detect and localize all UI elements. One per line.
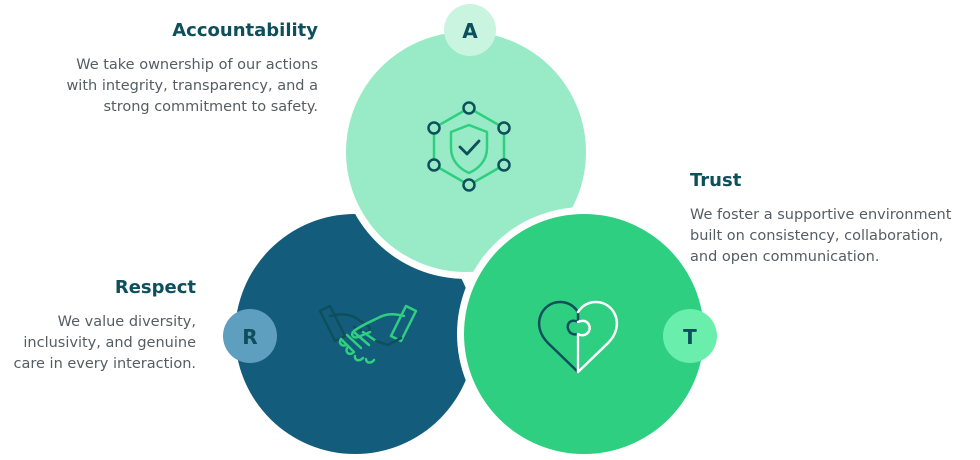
respect-line-1: We value diversity,	[57, 314, 196, 330]
shield-check-network-icon	[427, 101, 511, 192]
heart-puzzle-icon	[537, 300, 619, 374]
trust-text: Trust We foster a supportive environment…	[690, 170, 975, 268]
accountability-letter: A	[462, 19, 478, 43]
trust-description: We foster a supportive environment built…	[690, 205, 975, 268]
trust-letter: T	[683, 325, 697, 349]
accountability-badge: A	[444, 4, 496, 56]
accountability-text: Accountability We take ownership of our …	[30, 20, 318, 118]
accountability-line-3: strong commitment to safety.	[103, 99, 318, 115]
accountability-line-1: We take ownership of our actions	[76, 57, 318, 73]
respect-title: Respect	[114, 277, 196, 298]
accountability-line-2: with integrity, transparency, and a	[66, 78, 318, 94]
respect-badge: R	[223, 309, 277, 363]
respect-text: Respect We value diversity, inclusivity,…	[8, 277, 196, 375]
trust-line-1: We foster a supportive environment	[690, 207, 952, 223]
respect-letter: R	[242, 325, 257, 349]
respect-description: We value diversity, inclusivity, and gen…	[8, 312, 196, 375]
respect-line-3: care in every interaction.	[13, 356, 196, 372]
trust-line-2: built on consistency, collaboration,	[690, 228, 944, 244]
trust-badge: T	[663, 309, 717, 363]
accountability-description: We take ownership of our actions with in…	[30, 55, 318, 118]
trust-title: Trust	[690, 170, 742, 191]
respect-line-2: inclusivity, and genuine	[23, 335, 196, 351]
accountability-title: Accountability	[172, 20, 318, 41]
handshake-icon	[318, 304, 418, 364]
trust-line-3: and open communication.	[690, 249, 880, 265]
